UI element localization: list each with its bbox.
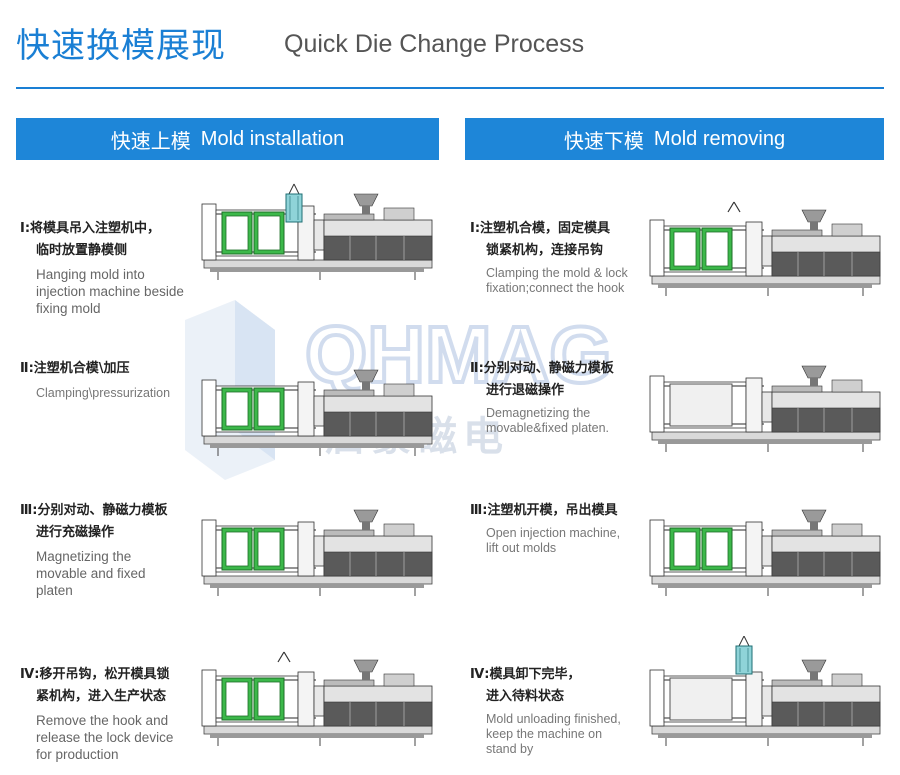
step-num: Ⅲ: — [470, 503, 488, 518]
step-en: Mold unloading finished, keep the machin… — [486, 712, 621, 756]
page-title-zh: 快速换模展现 — [16, 26, 226, 66]
machine-install-2 — [201, 369, 433, 457]
step-zh-line2: 锁紧机构，连接吊钩 — [486, 243, 604, 258]
step-zh-line1: 模具卸下完毕， — [489, 667, 581, 682]
step-num: Ⅱ: — [470, 361, 484, 376]
step-en: Demagnetizing the movable&fixed platen. — [486, 406, 609, 435]
step-en: Hanging mold into injection machine besi… — [36, 267, 184, 316]
section-remove-en: Mold removing — [653, 127, 786, 150]
section-install-en: Mold installation — [200, 127, 345, 150]
step-zh-line1: 分别对动、静磁力模板 — [37, 503, 168, 518]
step-num: Ⅳ: — [20, 667, 40, 682]
install-step-2: Ⅱ:注塑机合模\加压 Clamping\pressurization — [20, 358, 220, 401]
step-zh-line2: 进行退磁操作 — [486, 383, 565, 398]
machine-remove-4 — [649, 636, 881, 747]
machine-install-1 — [201, 183, 433, 281]
step-en: Clamping the mold & lock fixation;connec… — [486, 266, 628, 295]
remove-step-1: Ⅰ:注塑机合模，固定模具 锁紧机构，连接吊钩 Clamping the mold… — [470, 218, 670, 296]
step-zh-line1: 将模具吊入注塑机中， — [30, 221, 161, 236]
install-step-3: Ⅲ:分别对动、静磁力模板 进行充磁操作 Magnetizing the mova… — [20, 500, 220, 599]
remove-step-4: Ⅳ:模具卸下完毕， 进入待料状态 Mold unloading finished… — [470, 664, 670, 757]
step-en: Magnetizing the movable and fixed platen — [36, 549, 146, 598]
step-zh-line2: 临时放置静模侧 — [36, 243, 128, 258]
step-num: Ⅳ: — [470, 667, 490, 682]
machine-install-4 — [201, 651, 433, 747]
section-banner-remove: 快速下模 Mold removing — [465, 118, 884, 160]
machine-remove-1 — [649, 201, 881, 297]
step-en: Remove the hook and release the lock dev… — [36, 713, 174, 762]
step-zh-line2: 紧机构，进入生产状态 — [36, 689, 167, 704]
install-step-4: Ⅳ:移开吊钩，松开模具锁 紧机构，进入生产状态 Remove the hook … — [20, 664, 220, 763]
step-zh-line2: 进入待料状态 — [486, 689, 565, 704]
section-install-zh: 快速上模 — [110, 130, 191, 153]
install-step-1: Ⅰ:将模具吊入注塑机中， 临时放置静模侧 Hanging mold into i… — [20, 218, 220, 317]
section-remove-zh: 快速下模 — [563, 130, 644, 153]
page-title-en: Quick Die Change Process — [284, 30, 585, 58]
step-zh-line1: 注塑机合模，固定模具 — [480, 221, 611, 236]
step-num: Ⅱ: — [20, 361, 34, 376]
step-zh-line1: 移开吊钩，松开模具锁 — [39, 667, 170, 682]
step-num: Ⅰ: — [470, 221, 481, 236]
step-zh-line1: 注塑机合模\加压 — [33, 361, 130, 376]
step-en: Open injection machine, lift out molds — [486, 526, 621, 555]
header-divider — [16, 87, 884, 89]
step-zh-line1: 注塑机开模，吊出模具 — [487, 503, 618, 518]
machine-remove-2 — [649, 365, 881, 453]
section-banner-install: 快速上模 Mold installation — [16, 118, 439, 160]
machine-remove-3 — [649, 509, 881, 597]
machine-install-3 — [201, 509, 433, 597]
step-num: Ⅲ: — [20, 503, 38, 518]
step-zh-line2: 进行充磁操作 — [36, 525, 115, 540]
remove-step-2: Ⅱ:分别对动、静磁力模板 进行退磁操作 Demagnetizing the mo… — [470, 358, 670, 436]
step-zh-line1: 分别对动、静磁力模板 — [483, 361, 614, 376]
step-en: Clamping\pressurization — [36, 386, 171, 400]
step-num: Ⅰ: — [20, 221, 31, 236]
remove-step-3: Ⅲ:注塑机开模，吊出模具 Open injection machine, lif… — [470, 500, 670, 556]
